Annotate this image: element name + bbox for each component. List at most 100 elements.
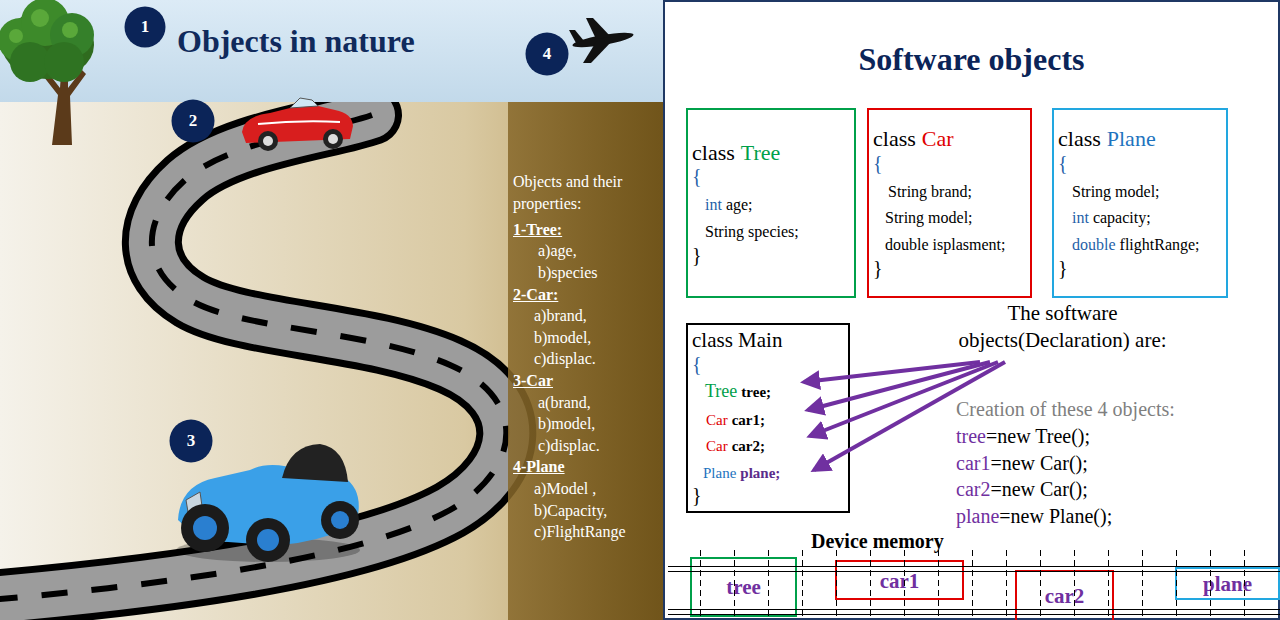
tree-highlight [9, 29, 23, 43]
text-line: { [1058, 152, 1068, 175]
memory-cell: plane [1175, 567, 1280, 600]
grid-line [700, 550, 701, 620]
object-name: plane [1203, 572, 1252, 596]
callout-circle: 4 [525, 32, 569, 76]
property-text: b)species [538, 264, 598, 282]
text-line: Objects in nature [177, 23, 415, 60]
leader-arrow [814, 362, 1005, 470]
callout-circle: 1 [124, 6, 166, 48]
property-text: a)age, [538, 242, 577, 260]
plane-tail [569, 30, 584, 43]
code-text: { [692, 353, 702, 376]
class-box: classTree{intage;String species;} [686, 108, 856, 298]
text-line: Carcar1; [706, 412, 765, 429]
leader-arrows [804, 362, 1005, 470]
code-text: Tree [705, 381, 737, 402]
car-grille [186, 492, 204, 524]
car-wheel [321, 501, 359, 539]
text-line: String species; [705, 223, 799, 241]
car-hub [193, 516, 217, 540]
code-text: class [692, 140, 735, 165]
text-line: } [692, 484, 702, 507]
code-text: } [873, 257, 883, 280]
grid-line [1040, 550, 1041, 620]
text-line: classCar [873, 126, 954, 151]
tree-foliage [10, 42, 50, 82]
grid-line [1006, 550, 1007, 620]
grid-line [1074, 550, 1075, 620]
code-text: Plane [703, 465, 736, 482]
text-line: 1-Tree: [513, 221, 562, 239]
text-line: b)Capacity, [534, 502, 607, 520]
grid-line [836, 550, 837, 620]
code-text: plane; [740, 465, 780, 482]
car-hub [263, 136, 273, 146]
code-text: double [1072, 236, 1116, 254]
text-line: { [873, 152, 883, 175]
property-text: c)displac. [538, 437, 600, 455]
car-hub [257, 529, 279, 551]
text-line: doubleflightRange; [1072, 236, 1200, 254]
code-text: age; [726, 196, 753, 214]
code-text: Car [706, 438, 728, 455]
text-line: } [1058, 257, 1068, 280]
text-line: a)age, [538, 242, 577, 260]
leader-arrow [808, 362, 990, 410]
text-line: tree [690, 575, 797, 599]
text-line: a)Model , [534, 480, 596, 498]
panel-heading: Software objects [858, 41, 1084, 78]
text-line: 3 [169, 431, 213, 451]
circle-shape [170, 420, 213, 463]
car-wheel [258, 131, 278, 151]
text-line: Objects and their properties: [513, 171, 661, 214]
code-text: int [705, 196, 722, 214]
text-line: Carcar2; [706, 438, 765, 455]
circle-shape [526, 33, 569, 76]
grid-line [768, 550, 769, 620]
panel: Software objectsclassTree{intage;String … [663, 0, 1280, 620]
memory-cell: tree [690, 557, 797, 617]
car-shadow [176, 538, 360, 562]
text-line: classTree [692, 140, 780, 165]
leader-arrow [804, 362, 980, 382]
text-line: 2-Car: [513, 286, 558, 304]
object-name: tree [726, 575, 761, 599]
code-text: { [1058, 152, 1068, 175]
circle-shape [172, 100, 215, 143]
text-line: String model; [1072, 183, 1160, 201]
property-text: c)displac. [534, 350, 596, 368]
callout-circle: 3 [169, 419, 213, 463]
car-hub [331, 511, 349, 529]
text-line: 4 [525, 44, 569, 64]
tree-foliage [21, 0, 69, 46]
class-box: classPlane{String model;intcapacity;doub… [1052, 108, 1228, 298]
class-box: classCar{String brand;String model;doubl… [867, 108, 1032, 298]
car-wheel [246, 518, 290, 562]
code-text: class [1058, 126, 1101, 151]
tree-trunk [40, 60, 86, 145]
grid-line [668, 566, 1280, 567]
property-text: a)Model , [534, 480, 596, 498]
text-line: Planeplane; [703, 465, 780, 482]
car-wheel [181, 504, 229, 552]
tree-highlight [62, 22, 78, 38]
grid-line [1142, 550, 1143, 620]
car-roof [282, 444, 348, 482]
code-text: car2; [732, 438, 765, 455]
code-text: int [1072, 209, 1089, 227]
property-text: b)model, [538, 415, 595, 433]
text-line: String model; [885, 209, 973, 227]
car-body [242, 103, 353, 143]
car-hub [328, 134, 338, 144]
code-text: double isplasment; [885, 236, 1005, 254]
code-text: Car [706, 412, 728, 429]
plane-wing [583, 40, 613, 63]
code-text: } [1058, 257, 1068, 280]
grid-line [668, 614, 1280, 615]
grid-line [802, 550, 803, 620]
plane-body [572, 30, 635, 51]
code-text: { [873, 152, 883, 175]
grid-line [938, 550, 939, 620]
property-text: Objects and their properties: [513, 171, 661, 214]
